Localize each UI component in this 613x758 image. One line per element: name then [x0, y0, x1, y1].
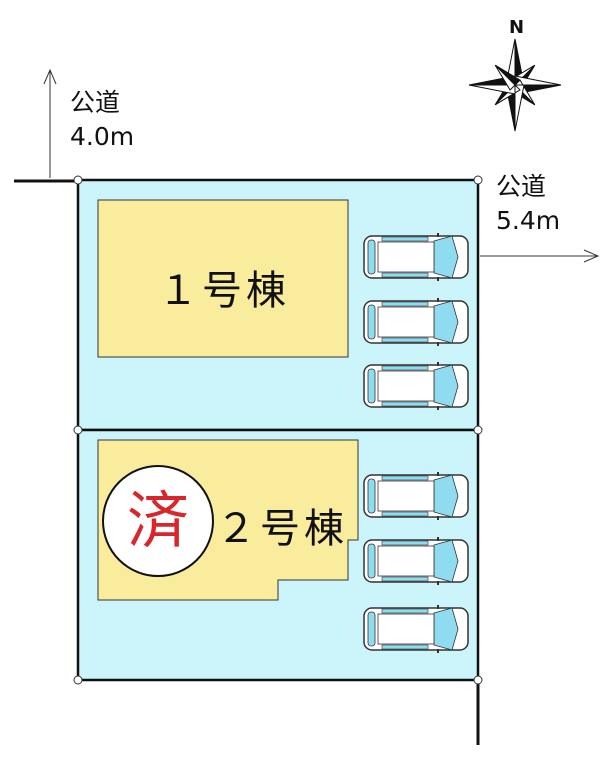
sold-stamp: 済	[102, 465, 214, 577]
road-east-label: 公道 5.4m	[496, 170, 560, 238]
road-width: 5.4m	[496, 206, 561, 235]
road-name: 公道	[496, 172, 547, 201]
building-1-label: １号棟	[158, 268, 290, 314]
road-width: 4.0m	[70, 122, 135, 151]
road-arrow-east	[480, 249, 600, 263]
parking-car-icon	[363, 537, 469, 585]
compass-north-label: N	[509, 17, 524, 38]
road-arrow-north	[43, 68, 57, 178]
parking-car-icon	[363, 362, 469, 410]
building-2-label: ２号棟	[216, 506, 348, 552]
parking-car-icon	[363, 298, 469, 346]
parking-car-icon	[363, 605, 469, 653]
building-1-footprint	[97, 199, 349, 358]
parking-car-icon	[363, 472, 469, 520]
compass-icon: N	[468, 17, 562, 132]
boundary-markers	[73, 175, 483, 685]
parking-car-icon	[363, 233, 469, 281]
road-name: 公道	[70, 88, 121, 117]
road-west-label: 公道 4.0m	[70, 86, 134, 154]
